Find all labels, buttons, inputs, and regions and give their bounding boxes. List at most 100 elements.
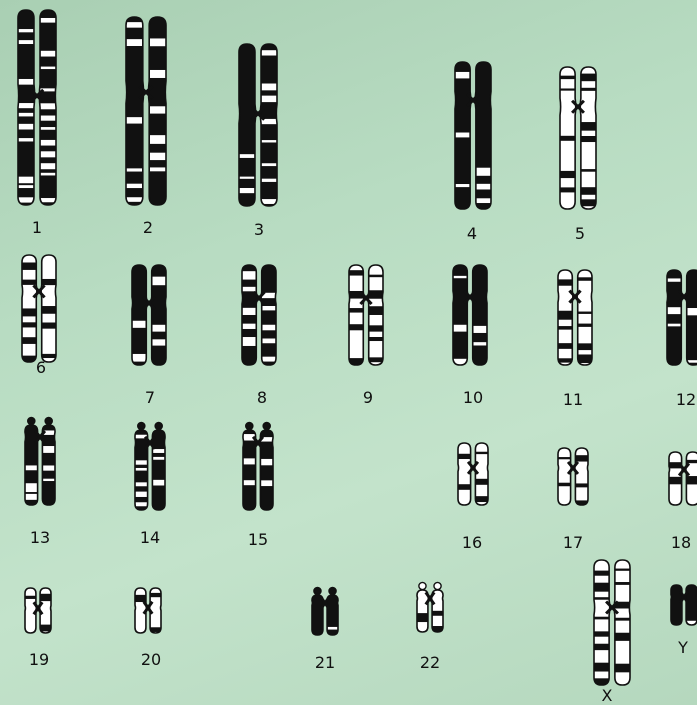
chromosome-band — [592, 597, 611, 600]
chromosome-band — [16, 29, 36, 32]
chromosome-band — [592, 583, 611, 592]
chromosome-band — [38, 51, 58, 57]
chromosome-label: 1 — [32, 220, 42, 236]
chromosome-label: 13 — [30, 530, 50, 546]
chromosome-band — [38, 67, 58, 69]
chromosome-4 — [453, 60, 493, 211]
satellite — [329, 587, 336, 594]
chromosome-band — [474, 198, 493, 203]
chromosome-band — [558, 198, 577, 200]
satellite — [155, 422, 162, 429]
chromosome-band — [237, 177, 257, 179]
chromosome-band — [453, 72, 472, 78]
chromosome-label: 2 — [143, 220, 153, 236]
chromosome-band — [613, 643, 632, 647]
chromosome-band — [579, 187, 598, 195]
chromosome-band — [38, 151, 58, 157]
chromosome-band — [124, 184, 145, 188]
chromosome-band — [592, 663, 611, 672]
chromosome-11 — [556, 268, 594, 367]
chromosome-9 — [347, 263, 385, 367]
chromosome-label: 12 — [676, 392, 696, 408]
chromosome-band — [147, 135, 168, 144]
chromosome-band — [38, 127, 58, 130]
chromosome-band — [558, 187, 577, 192]
chromosome-band — [259, 140, 279, 142]
chromosome-8 — [240, 263, 278, 367]
chromosome-band — [147, 38, 168, 46]
chromosome-label: 9 — [363, 390, 373, 406]
chromosome-2 — [124, 15, 168, 207]
chromosome-band — [16, 79, 36, 85]
chromosome-label: 20 — [141, 652, 161, 668]
chromosome-band — [16, 177, 36, 184]
chromosome-20 — [133, 586, 163, 635]
chromosome-band — [16, 113, 36, 117]
chromosome-band — [579, 122, 598, 131]
chromosome-band — [579, 74, 598, 82]
satellite — [138, 422, 145, 429]
chromosome-band — [16, 138, 36, 141]
chromosome-band — [474, 168, 493, 176]
chromosome-band — [592, 571, 611, 576]
chromosome-band — [613, 664, 632, 673]
chromosome-18 — [667, 450, 697, 507]
chromatid-body — [237, 42, 257, 208]
satellite — [419, 582, 426, 589]
chromosome-band — [579, 88, 598, 91]
chromosome-band — [259, 96, 279, 102]
chromosome-label: 8 — [257, 390, 267, 406]
chromatid-body — [259, 42, 279, 208]
chromosome-band — [147, 70, 168, 78]
chromosome-band — [124, 117, 145, 123]
chromosome-label: 6 — [36, 360, 46, 376]
chromosome-band — [558, 125, 577, 134]
chromosome-band — [579, 136, 598, 142]
chromosome-band — [558, 136, 577, 141]
chromosome-band — [592, 644, 611, 650]
chromosome-3 — [237, 42, 279, 208]
chromosome-1 — [16, 8, 58, 207]
chromosome-label: 11 — [563, 392, 583, 408]
chromosome-5 — [558, 65, 598, 211]
chromosome-band — [558, 152, 577, 158]
satellite — [45, 417, 52, 424]
chromosome-band — [474, 184, 493, 190]
chromosome-label: 17 — [563, 535, 583, 551]
chromosome-label: 19 — [29, 652, 49, 668]
chromosome-band — [147, 106, 168, 113]
chromosome-15 — [241, 422, 275, 512]
chromosome-band — [38, 116, 58, 121]
chromosome-band — [259, 179, 279, 182]
chromosome-band — [558, 76, 577, 79]
chromosome-band — [237, 188, 257, 193]
chromosome-band — [558, 88, 577, 90]
chromosome-band — [579, 169, 598, 172]
chromosome-19 — [23, 586, 53, 635]
satellite — [314, 587, 321, 594]
chromosome-band — [38, 140, 58, 146]
chromosome-label: 7 — [145, 390, 155, 406]
chromosome-21 — [310, 587, 340, 637]
chromosome-label: 22 — [420, 655, 440, 671]
chromosome-label: Y — [678, 640, 688, 656]
chromosome-band — [579, 155, 598, 158]
chromosome-label: 3 — [254, 222, 264, 238]
chromosome-band — [16, 124, 36, 130]
chromosome-17 — [556, 446, 590, 507]
chromosome-band — [259, 163, 279, 166]
chromosome-band — [124, 22, 145, 28]
chromosome-band — [38, 173, 58, 176]
chromosome-band — [592, 631, 611, 636]
chromosome-label: X — [602, 688, 613, 704]
chromosome-label: 4 — [467, 226, 477, 242]
chromosome-band — [259, 84, 279, 91]
chromosome-band — [558, 171, 577, 178]
chromosome-band — [124, 39, 145, 46]
chromosome-band — [613, 618, 632, 621]
chromosome-7 — [130, 263, 168, 367]
chromosome-10 — [451, 263, 489, 367]
chromosome-band — [613, 582, 632, 585]
chromosome-band — [613, 633, 632, 641]
